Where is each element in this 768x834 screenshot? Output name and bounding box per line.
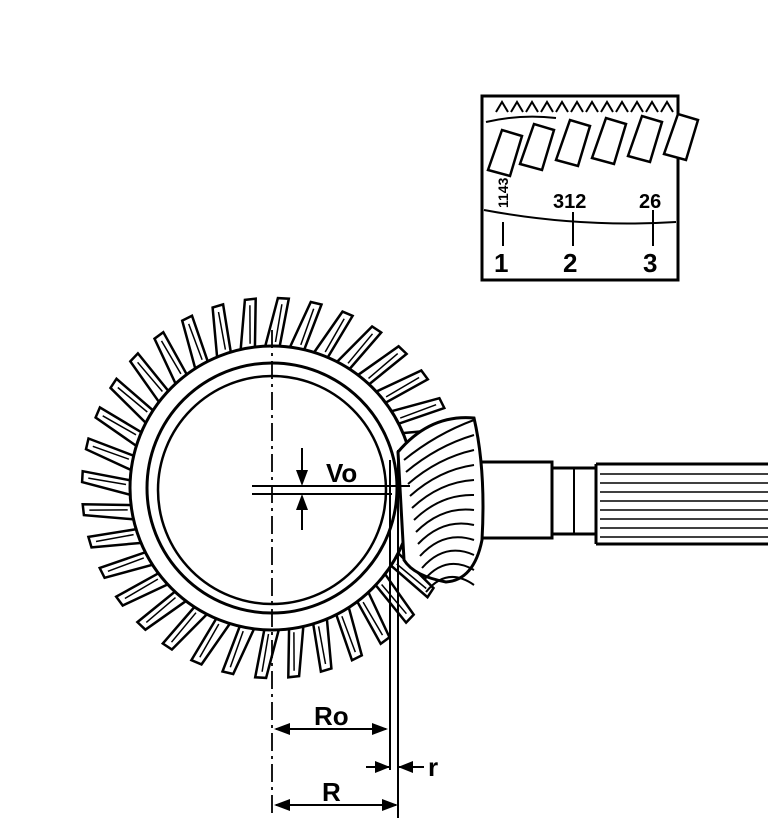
- pinion-spiral-line: [419, 536, 475, 557]
- ro-arrow-right: [372, 723, 388, 735]
- inset-ring-tooth-tip: [660, 100, 674, 113]
- inset-ring-tooth-tip: [555, 100, 569, 113]
- ring-gear-tooth-edge: [341, 615, 357, 653]
- ring-gear-tooth-edge: [137, 361, 163, 392]
- ro-label: Ro: [314, 701, 349, 731]
- pinion-gear: [396, 416, 485, 593]
- r-big-arrow-right: [382, 799, 398, 811]
- dimension-lines: Vo Ro r R: [252, 330, 438, 818]
- pinion-spiral-line: [405, 434, 475, 473]
- ring-gear-tooth-edge: [381, 584, 407, 615]
- vo-label: Vo: [326, 458, 357, 488]
- ring-gear-tooth-edge: [95, 533, 134, 543]
- pinion-spiral-line: [425, 576, 475, 593]
- ring-gear-tooth-edge: [187, 323, 203, 361]
- inset-pinion-teeth: [485, 100, 700, 178]
- ring-gear-tooth: [80, 469, 134, 497]
- inset-rotated-number: 1143: [495, 177, 511, 208]
- shaft-spline-body: [594, 462, 768, 546]
- vo-arrow-top-head: [296, 470, 308, 486]
- inset-pinion-tooth: [518, 122, 556, 172]
- inset-ring-tooth-tip: [615, 100, 629, 113]
- pinion-spiral-line: [417, 522, 475, 545]
- pinion-spiral-line: [407, 449, 475, 485]
- ring-gear-tooth-edge: [229, 630, 244, 668]
- inset-ring-tooth-tip: [570, 100, 584, 113]
- ring-gear-tooth-edge: [145, 597, 176, 623]
- ring-gear-tooth-edge: [300, 308, 315, 346]
- pinion-spiral-line: [411, 479, 475, 509]
- inset-pinion-tooth: [662, 112, 700, 162]
- inset-pinion-tooth: [554, 118, 592, 168]
- pinion-spiral-line: [423, 562, 475, 581]
- ring-gear-tooth-edge: [399, 403, 437, 419]
- ring-gear-tooth-edge: [124, 578, 159, 600]
- ring-gear-tooth-edge: [160, 340, 182, 375]
- ring-gear-tooth: [81, 503, 138, 521]
- ring-gear-tooth: [220, 622, 257, 676]
- ring-gear-tooth-edge: [170, 612, 197, 643]
- ring-gear-tooth-edge: [217, 311, 227, 350]
- ring-gear-tooth-edge: [199, 623, 220, 658]
- ring-gear-tooth: [263, 296, 291, 350]
- inset-number-2: 312: [553, 191, 586, 213]
- pinion-spiral-line: [421, 549, 475, 569]
- pinion-spiral-teeth: [403, 419, 475, 593]
- ring-gear-tooth-edge: [385, 376, 420, 398]
- inset-pinion-tooth: [486, 128, 524, 178]
- pinion-spiral-line: [415, 508, 475, 533]
- ring-gear-tooth-edge: [347, 333, 374, 364]
- pinion-spiral-line: [403, 419, 475, 461]
- ring-gear-tooth-edge: [317, 626, 327, 665]
- inset-index-2: 2: [563, 248, 577, 278]
- ring-gear-tooth-edge: [117, 386, 148, 413]
- shaft-splines: [600, 473, 768, 538]
- pinion-shaft: [466, 460, 768, 546]
- inset-ring-tooth-tip: [495, 100, 509, 113]
- inset-ring-tooth-tip: [600, 100, 614, 113]
- inset-ring-tooth-tip: [540, 100, 554, 113]
- inset-pinion-tooth: [590, 116, 628, 166]
- ring-gear-tooth-edge: [368, 353, 399, 379]
- inset-number-3: 26: [639, 191, 661, 213]
- inset-ring-tooth-tip: [645, 100, 659, 113]
- ring-gear-tooth: [239, 297, 257, 354]
- r-big-arrow-left: [274, 799, 290, 811]
- ring-gear-tooth-edge: [362, 601, 384, 636]
- inset-pinion-tooth: [626, 114, 664, 164]
- r-small-label: r: [428, 752, 438, 782]
- ring-gear-tooth: [84, 436, 138, 473]
- ring-gear-tooth: [287, 622, 305, 679]
- ring-gear-tooth-edge: [92, 445, 130, 460]
- ro-arrow-left: [274, 723, 290, 735]
- inset-ring-tooth-tip: [585, 100, 599, 113]
- ring-gear-tooth-edge: [102, 415, 137, 436]
- ring-gear-tooth-edge: [396, 563, 427, 590]
- ring-gear-tooth-edge: [88, 477, 127, 486]
- inset-ring-tooth-tip: [525, 100, 539, 113]
- inset-index-1: 1: [494, 248, 508, 278]
- r-small-arrow-right: [398, 761, 413, 773]
- inset-index-3: 3: [643, 248, 657, 278]
- ring-gear-tooth: [287, 300, 324, 354]
- inset-ring-tooth-tip: [630, 100, 644, 113]
- inset-contour: [485, 115, 557, 123]
- ring-gear-tooth-edge: [261, 633, 270, 672]
- pinion-body: [396, 416, 485, 584]
- inset-ring-tooth-tip: [510, 100, 524, 113]
- ring-gear-tooth: [253, 626, 281, 680]
- pinion-spiral-line: [409, 464, 475, 497]
- pinion-spiral-line: [413, 493, 475, 521]
- inset-detail: 1143 312 26 1 2 3: [480, 94, 700, 282]
- ring-gear-tooth-edge: [324, 318, 345, 353]
- ring-gear-tooth-edge: [274, 304, 283, 343]
- vo-arrow-bottom-head: [296, 494, 308, 510]
- r-big-label: R: [322, 777, 341, 807]
- r-small-arrow-left: [375, 761, 390, 773]
- ring-gear-tooth-edge: [107, 557, 145, 573]
